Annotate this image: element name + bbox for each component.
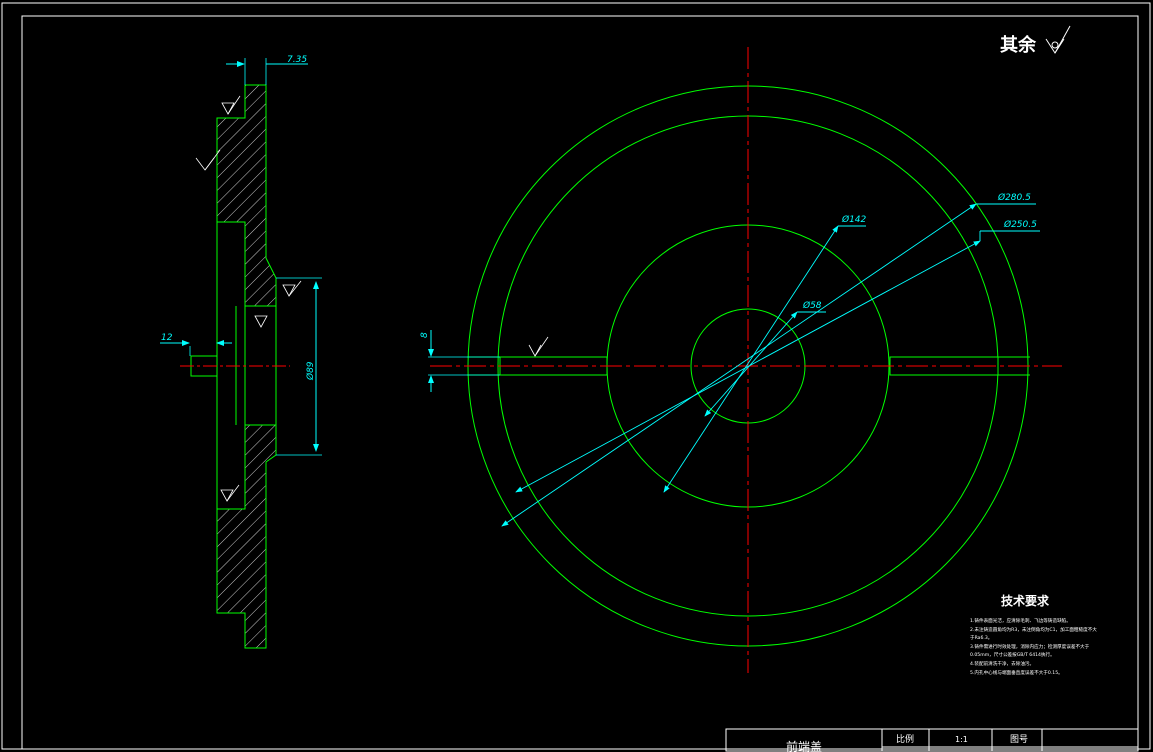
section-hatch-top <box>216 84 277 307</box>
dim-slot-width: 8 <box>420 332 430 338</box>
part-name: 前端盖 <box>786 739 822 752</box>
drawing-no-label: 图号 <box>1010 734 1028 745</box>
dim-d250: Ø250.5 <box>1003 219 1037 230</box>
tech-note: 5.内孔中心线与端面垂直度误差不大于0.15。 <box>970 670 1063 676</box>
scale-value: 1:1 <box>955 735 968 744</box>
slot-roughness-icon <box>528 336 549 357</box>
leader-d142 <box>663 225 839 493</box>
tech-note: 1.铸件表面光洁，应清除毛刺、飞边等铸造缺陷。 <box>970 619 1071 624</box>
roughness-note-text: 其余 <box>1000 34 1037 56</box>
roughness-symbol-icon <box>195 95 302 502</box>
scale-label: 比例 <box>896 733 914 745</box>
dim-d142: Ø142 <box>841 214 867 225</box>
dim-bore-diameter: Ø89 <box>305 361 316 381</box>
dim-left-offset: 12 <box>161 333 173 343</box>
tech-req-title: 技术要求 <box>1001 593 1050 608</box>
leader-d58 <box>704 311 798 417</box>
inner-frame <box>21 15 1139 750</box>
general-roughness-icon <box>1045 25 1071 54</box>
dim-thickness-top: 7.35 <box>287 55 307 65</box>
dim-d280: Ø280.5 <box>997 192 1031 203</box>
section-hatch-bottom <box>216 424 277 649</box>
tech-note: 3.铸件需进行时效处理，消除内应力；检测厚度误差不大于0.05mm，尺寸公差按G… <box>970 644 1090 659</box>
tech-notes: 1.铸件表面光洁，应清除毛刺、飞边等铸造缺陷。 2.未注铸造圆角均为R3，未注倒… <box>970 618 1100 678</box>
front-view: 8 Ø280.5 Ø250.5 Ø142 Ø58 <box>420 47 1062 673</box>
section-view: 7.35 12 Ø89 <box>160 55 322 649</box>
tech-note: 4.装配前清洗干净，去除油污。 <box>970 661 1035 667</box>
title-block <box>725 728 1139 752</box>
dim-d58: Ø58 <box>802 300 822 311</box>
tech-note: 2.未注铸造圆角均为R3，未注倒角均为C1，加工面粗糙度不大于Ra6.3。 <box>970 627 1097 642</box>
